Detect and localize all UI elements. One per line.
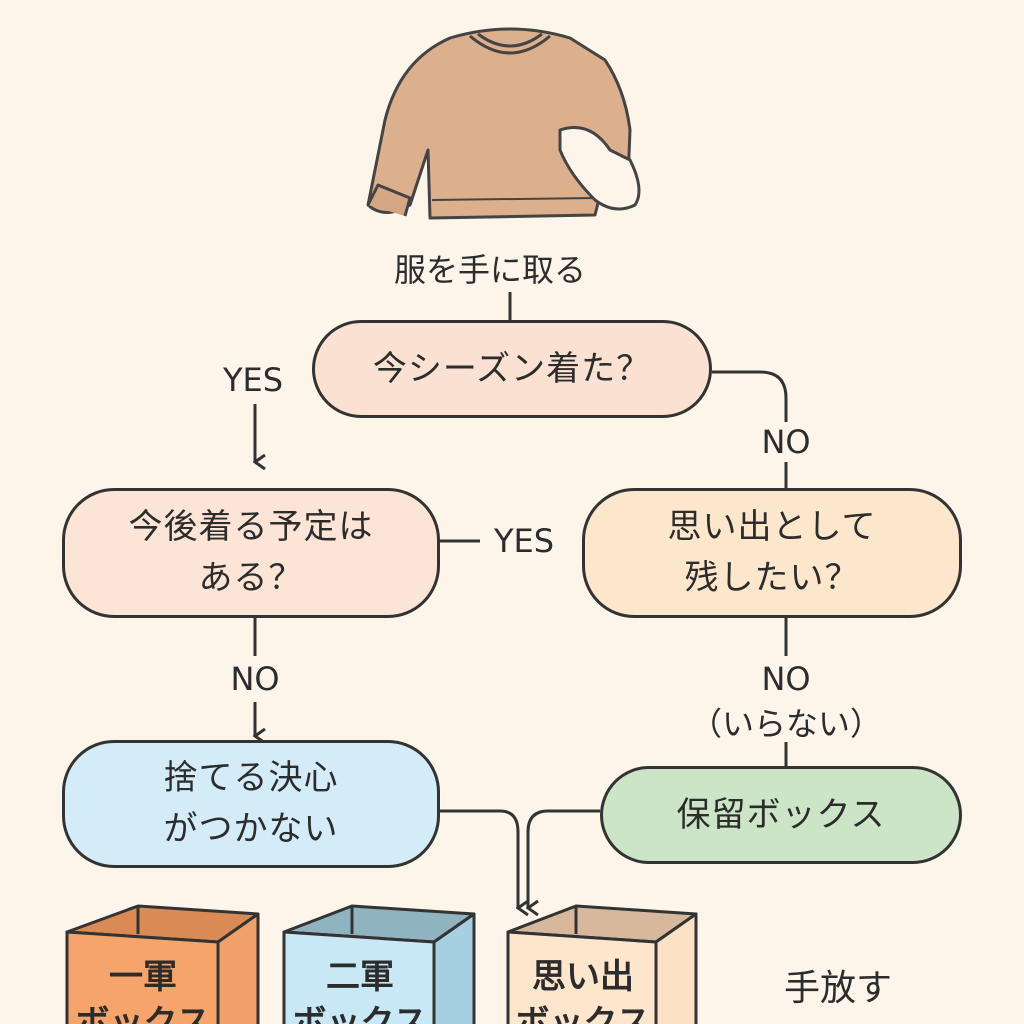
node-text: 思い出として xyxy=(667,507,877,547)
box-label-line: 二軍 xyxy=(326,957,394,997)
node-cannot-decide: 捨てる決心がつかない xyxy=(62,740,440,868)
edge-label-no: NO xyxy=(761,660,811,698)
node-text: 保留ボックス xyxy=(676,794,886,835)
node-text: 捨てる決心 xyxy=(163,758,339,798)
box-label: 一軍ボックス xyxy=(70,955,216,1024)
box-label-line: 思い出 xyxy=(532,957,634,997)
box-label-line: 一軍 xyxy=(109,957,177,997)
release-label: 手放す xyxy=(783,968,893,1009)
box-first-string xyxy=(65,904,260,1024)
node-text: 今後着る予定は xyxy=(128,507,374,547)
node-worn-this-season: 今シーズン着た？ xyxy=(312,320,712,418)
box-second-string xyxy=(282,904,476,1024)
node-keep-as-memory: 思い出として残したい？ xyxy=(582,488,962,618)
start-label: 服を手に取る xyxy=(393,251,587,289)
box-label: 二軍ボックス xyxy=(287,955,433,1024)
edge-label-yes: YES xyxy=(493,522,555,560)
edge-label-no: NO xyxy=(230,660,280,698)
node-text: がつかない xyxy=(163,809,339,849)
node-plan-to-wear: 今後着る予定はある？ xyxy=(62,488,440,618)
node-hold-box: 保留ボックス xyxy=(600,766,962,864)
box-label-line: ボックス xyxy=(75,1002,211,1024)
box-memories xyxy=(506,904,698,1024)
box-label-line: ボックス xyxy=(292,1002,428,1024)
box-label-line: ボックス xyxy=(515,1002,651,1024)
box-label: 思い出ボックス xyxy=(510,955,656,1024)
sweater-illustration xyxy=(366,27,641,220)
node-text: ある？ xyxy=(198,558,304,598)
edge-label-no: NO xyxy=(761,423,811,461)
edge-label-yes: YES xyxy=(222,361,284,399)
node-text: 残したい？ xyxy=(684,558,860,598)
node-text: 今シーズン着た？ xyxy=(372,348,652,389)
edge-label-note: （いらない） xyxy=(689,705,883,743)
